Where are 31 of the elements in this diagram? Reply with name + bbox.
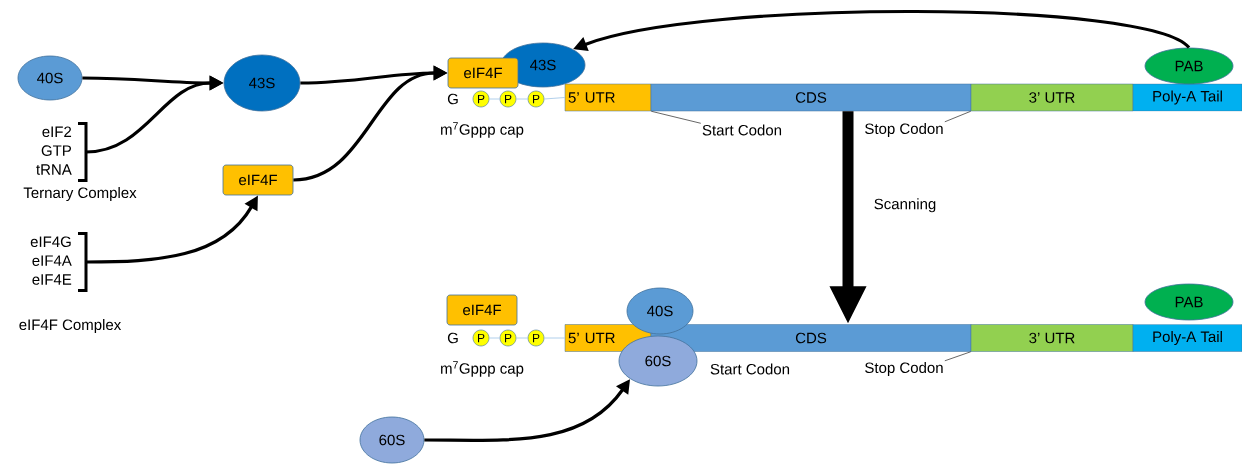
complex-label: Ternary Complex: [23, 187, 137, 201]
leader-line: [944, 351, 972, 362]
cap-line: [515, 337, 529, 339]
mrna-segment: 5’ UTR: [564, 83, 652, 112]
codon-label: Stop Codon: [865, 123, 943, 137]
cap-letter: G: [447, 93, 458, 105]
leader-line: [650, 110, 702, 124]
cap-line: [488, 337, 501, 339]
codon-label: Start Codon: [710, 363, 790, 375]
codon-label: Start Codon: [702, 124, 782, 136]
cap-line: [488, 98, 501, 100]
leader-line: [944, 110, 972, 123]
complex-label: eIF4F Complex: [19, 319, 122, 333]
factor-box: eIF4F: [446, 294, 518, 326]
cap-letter: G: [447, 332, 458, 344]
bracket-list: eIF2 GTP tRNA: [36, 121, 88, 183]
factor-box: eIF4F: [447, 57, 519, 89]
mrna-segment: 3’ UTR: [970, 83, 1134, 112]
mrna-segment: 3’ UTR: [970, 324, 1134, 352]
mrna-segment: Poly-A Tail: [1132, 324, 1242, 352]
cap-line: [515, 98, 529, 100]
cap-line: [543, 97, 566, 100]
bracket-list: eIF4G eIF4A eIF4E: [30, 231, 88, 293]
mrna-segment: Poly-A Tail: [1132, 83, 1242, 112]
cap-label: m$^{7}$Gppp cap: [441, 361, 524, 377]
cap-label: m$^{7}$Gppp cap: [441, 122, 524, 138]
codon-label: Stop Codon: [865, 362, 943, 376]
edge-label: Scanning: [871, 196, 939, 215]
mrna-segment: CDS: [650, 83, 972, 112]
factor-box: eIF4F: [222, 164, 294, 196]
cap-line: [543, 337, 566, 339]
